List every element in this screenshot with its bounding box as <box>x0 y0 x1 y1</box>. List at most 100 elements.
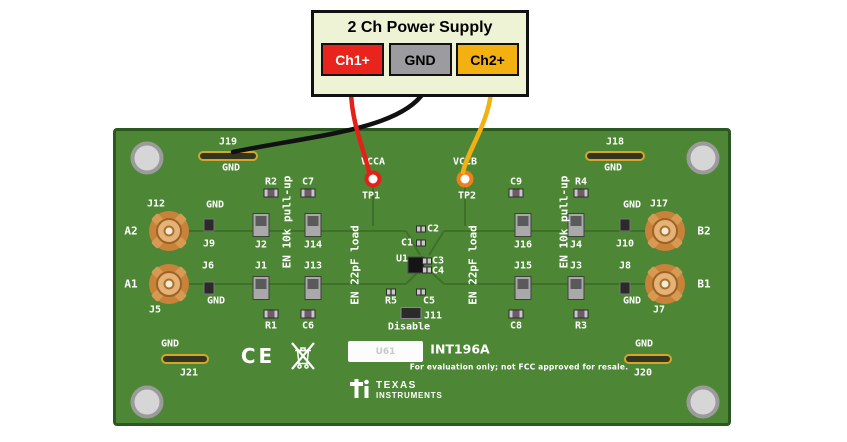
silk-j20: J20 <box>633 367 653 379</box>
silk-gnd-j20: GND <box>634 338 654 350</box>
sma-connector-b1 <box>645 264 685 304</box>
silk-tp2: TP2 <box>457 190 477 202</box>
sma-connector-a1 <box>149 264 189 304</box>
silk-en-load-left: EN 22pF load <box>348 225 362 305</box>
silk-c4: C4 <box>431 265 445 277</box>
silk-vccb: VCCB <box>452 156 478 168</box>
silk-j19: J19 <box>218 136 238 148</box>
silk-j11: J11 <box>423 310 443 322</box>
silk-gnd-j8: GND <box>622 295 642 307</box>
silk-j1: J1 <box>254 260 268 272</box>
ti-logo-mark <box>350 379 369 398</box>
silk-j3: J3 <box>569 260 583 272</box>
silk-j13: J13 <box>303 260 323 272</box>
silk-j6: J6 <box>201 260 215 272</box>
silk-c7: C7 <box>301 176 315 188</box>
jumper-j16 <box>514 213 532 237</box>
silk-r1: R1 <box>264 320 278 332</box>
capacitor-c7 <box>300 188 316 198</box>
power-supply-terminals: Ch1+ GND Ch2+ <box>314 37 526 76</box>
silk-b1: B1 <box>697 277 711 291</box>
header-j9 <box>203 218 215 232</box>
sma-connector-b2 <box>645 211 685 251</box>
mounting-hole <box>130 385 164 419</box>
capacitor-c9 <box>508 188 524 198</box>
resistor-r4 <box>573 188 589 198</box>
silk-c8: C8 <box>509 320 523 332</box>
pcb-board: J19 GND J18 GND GND J21 GND J20 VCCA TP1… <box>113 128 731 426</box>
terminal-ch2: Ch2+ <box>456 43 519 76</box>
silk-gnd-j10: GND <box>622 199 642 211</box>
test-point-tp1 <box>364 170 382 188</box>
silk-r2: R2 <box>264 176 278 188</box>
silk-en-load-right: EN 22pF load <box>466 225 480 305</box>
capacitor-c8 <box>508 309 524 319</box>
silk-j5: J5 <box>148 304 162 316</box>
silk-gnd-j18: GND <box>603 162 623 174</box>
header-j10 <box>619 218 631 232</box>
header-j6 <box>203 281 215 295</box>
gnd-slot-j21 <box>161 354 209 364</box>
power-supply-title: 2 Ch Power Supply <box>347 19 493 36</box>
gnd-slot-j19 <box>198 151 258 161</box>
silk-j9: J9 <box>202 238 216 250</box>
jumper-j3 <box>567 276 585 300</box>
power-supply-box: 2 Ch Power Supply Ch1+ GND Ch2+ <box>311 10 529 97</box>
capacitor-c1 <box>416 239 426 247</box>
silk-j21: J21 <box>179 367 199 379</box>
resistor-r2 <box>263 188 279 198</box>
capacitor-c6 <box>300 309 316 319</box>
silk-j14: J14 <box>303 239 323 251</box>
mounting-hole <box>686 385 720 419</box>
resistor-r3 <box>573 309 589 319</box>
header-j8 <box>619 281 631 295</box>
silk-gnd-j19: GND <box>221 162 241 174</box>
jumper-j1 <box>252 276 270 300</box>
resistor-r5 <box>386 288 396 296</box>
jumper-j15 <box>514 276 532 300</box>
silk-c6: C6 <box>301 320 315 332</box>
silk-a2: A2 <box>124 224 138 238</box>
silk-gnd-j12: GND <box>205 199 225 211</box>
silk-vcca: VCCA <box>360 156 386 168</box>
terminal-gnd: GND <box>388 43 452 76</box>
silk-j7: J7 <box>652 304 666 316</box>
capacitor-c3 <box>422 257 432 265</box>
silk-c2: C2 <box>426 223 440 235</box>
capacitor-c5 <box>416 288 426 296</box>
terminal-ch1: Ch1+ <box>321 43 384 76</box>
silk-j2: J2 <box>254 239 268 251</box>
silk-gnd-j21: GND <box>160 338 180 350</box>
jumper-j2 <box>252 213 270 237</box>
silk-c9: C9 <box>509 176 523 188</box>
silk-u1: U1 <box>395 253 409 265</box>
silk-j18: J18 <box>605 136 625 148</box>
capacitor-c2 <box>416 225 426 233</box>
silk-b2: B2 <box>697 224 711 238</box>
silk-j15: J15 <box>513 260 533 272</box>
jumper-j13 <box>304 276 322 300</box>
serial-label: U61 <box>348 341 423 362</box>
silk-a1: A1 <box>124 277 138 291</box>
silk-en-pullup-right: EN 10k pull-up <box>557 175 571 269</box>
part-number: INT196A <box>430 341 490 357</box>
resistor-r1 <box>263 309 279 319</box>
silk-r5: R5 <box>384 295 398 307</box>
ic-u1 <box>407 256 425 274</box>
disclaimer-text: For evaluation only; not FCC approved fo… <box>409 362 629 372</box>
capacitor-c4 <box>422 266 432 274</box>
ti-logo-instruments: INSTRUMENTS <box>376 391 443 400</box>
silk-c3: C3 <box>431 255 445 267</box>
silk-j12: J12 <box>146 198 166 210</box>
silk-r4: R4 <box>574 176 588 188</box>
silk-tp1: TP1 <box>361 190 381 202</box>
silk-j10: J10 <box>615 238 635 250</box>
ti-logo: TEXAS INSTRUMENTS <box>350 379 443 401</box>
silk-j17: J17 <box>649 198 669 210</box>
silk-gnd-j5: GND <box>206 295 226 307</box>
ti-logo-texas: TEXAS <box>376 380 417 391</box>
silk-j8: J8 <box>618 260 632 272</box>
gnd-slot-j20 <box>624 354 672 364</box>
silk-c5: C5 <box>422 295 436 307</box>
